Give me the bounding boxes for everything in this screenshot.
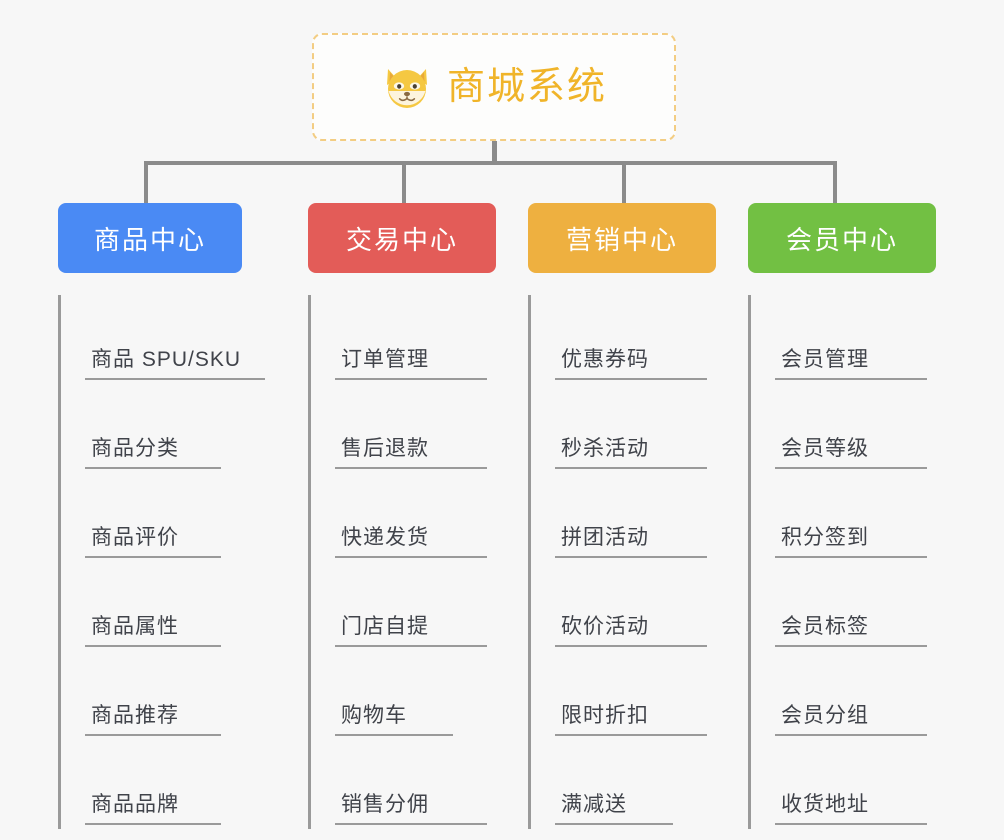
list-item[interactable]: 会员管理 <box>751 295 978 384</box>
leaf-label-3-0: 会员管理 <box>775 343 927 380</box>
list-item[interactable]: 销售分佣 <box>311 740 538 829</box>
leaf-label-1-0: 订单管理 <box>335 343 487 380</box>
list-item[interactable]: 满减送 <box>531 740 758 829</box>
list-item[interactable]: 秒杀活动 <box>531 384 758 473</box>
category-node-0[interactable]: 商品中心 <box>58 203 242 273</box>
leaf-label-3-4: 会员分组 <box>775 699 927 736</box>
category-node-1[interactable]: 交易中心 <box>308 203 496 273</box>
leaf-label-0-3: 商品属性 <box>85 610 221 647</box>
leaf-label-2-0: 优惠券码 <box>555 343 707 380</box>
leaf-label-0-5: 商品品牌 <box>85 788 221 825</box>
category-node-3[interactable]: 会员中心 <box>748 203 936 273</box>
category-label-1: 交易中心 <box>345 224 458 255</box>
list-item[interactable]: 限时折扣 <box>531 651 758 740</box>
connector-root-stem <box>492 141 497 164</box>
category-label-2: 营销中心 <box>565 224 678 255</box>
shiba-dog-icon <box>381 61 433 113</box>
list-item[interactable]: 商品分类 <box>61 384 288 473</box>
leaf-label-0-4: 商品推荐 <box>85 699 221 736</box>
category-label-0: 商品中心 <box>93 224 206 255</box>
list-item[interactable]: 订单管理 <box>311 295 538 384</box>
list-item[interactable]: 售后退款 <box>311 384 538 473</box>
leaf-list-2: 优惠券码 秒杀活动 拼团活动 砍价活动 限时折扣 满减送 <box>528 295 758 829</box>
list-item[interactable]: 商品属性 <box>61 562 288 651</box>
leaf-label-3-5: 收货地址 <box>775 788 927 825</box>
list-item[interactable]: 优惠券码 <box>531 295 758 384</box>
connector-drop-col-2 <box>622 161 626 205</box>
leaf-label-3-1: 会员等级 <box>775 432 927 469</box>
leaf-label-0-1: 商品分类 <box>85 432 221 469</box>
leaf-label-2-1: 秒杀活动 <box>555 432 707 469</box>
list-item[interactable]: 门店自提 <box>311 562 538 651</box>
root-node-mall-system[interactable]: 商城系统 <box>312 33 676 141</box>
list-item[interactable]: 积分签到 <box>751 473 978 562</box>
leaf-label-1-4: 购物车 <box>335 699 453 736</box>
list-item[interactable]: 快递发货 <box>311 473 538 562</box>
connector-horizontal-bus <box>144 161 837 165</box>
list-item[interactable]: 商品推荐 <box>61 651 288 740</box>
leaf-label-2-4: 限时折扣 <box>555 699 707 736</box>
category-label-3: 会员中心 <box>785 224 898 255</box>
list-item[interactable]: 会员分组 <box>751 651 978 740</box>
connector-drop-col-0 <box>144 161 148 205</box>
leaf-label-3-2: 积分签到 <box>775 521 927 558</box>
list-item[interactable]: 会员等级 <box>751 384 978 473</box>
leaf-list-0: 商品 SPU/SKU 商品分类 商品评价 商品属性 商品推荐 商品品牌 <box>58 295 288 829</box>
list-item[interactable]: 收货地址 <box>751 740 978 829</box>
leaf-label-2-5: 满减送 <box>555 788 673 825</box>
leaf-label-3-3: 会员标签 <box>775 610 927 647</box>
leaf-label-1-5: 销售分佣 <box>335 788 487 825</box>
list-item[interactable]: 会员标签 <box>751 562 978 651</box>
leaf-label-2-3: 砍价活动 <box>555 610 707 647</box>
list-item[interactable]: 商品 SPU/SKU <box>61 295 288 384</box>
leaf-label-1-3: 门店自提 <box>335 610 487 647</box>
leaf-label-0-0: 商品 SPU/SKU <box>85 343 265 380</box>
category-node-2[interactable]: 营销中心 <box>528 203 716 273</box>
branch-column-member-center: 会员中心 会员管理 会员等级 积分签到 会员标签 会员分组 收货地址 <box>748 203 978 829</box>
branch-column-marketing-center: 营销中心 优惠券码 秒杀活动 拼团活动 砍价活动 限时折扣 满减送 <box>528 203 758 829</box>
leaf-list-3: 会员管理 会员等级 积分签到 会员标签 会员分组 收货地址 <box>748 295 978 829</box>
connector-drop-col-1 <box>402 161 406 205</box>
leaf-label-2-2: 拼团活动 <box>555 521 707 558</box>
leaf-label-1-2: 快递发货 <box>335 521 487 558</box>
leaf-label-0-2: 商品评价 <box>85 521 221 558</box>
leaf-list-1: 订单管理 售后退款 快递发货 门店自提 购物车 销售分佣 <box>308 295 538 829</box>
branch-column-product-center: 商品中心 商品 SPU/SKU 商品分类 商品评价 商品属性 商品推荐 商品品牌 <box>58 203 288 829</box>
list-item[interactable]: 商品品牌 <box>61 740 288 829</box>
list-item[interactable]: 商品评价 <box>61 473 288 562</box>
root-node-title: 商城系统 <box>446 66 607 108</box>
connector-drop-col-3 <box>833 161 837 205</box>
leaf-label-1-1: 售后退款 <box>335 432 487 469</box>
branch-column-trade-center: 交易中心 订单管理 售后退款 快递发货 门店自提 购物车 销售分佣 <box>308 203 538 829</box>
list-item[interactable]: 砍价活动 <box>531 562 758 651</box>
list-item[interactable]: 拼团活动 <box>531 473 758 562</box>
list-item[interactable]: 购物车 <box>311 651 538 740</box>
